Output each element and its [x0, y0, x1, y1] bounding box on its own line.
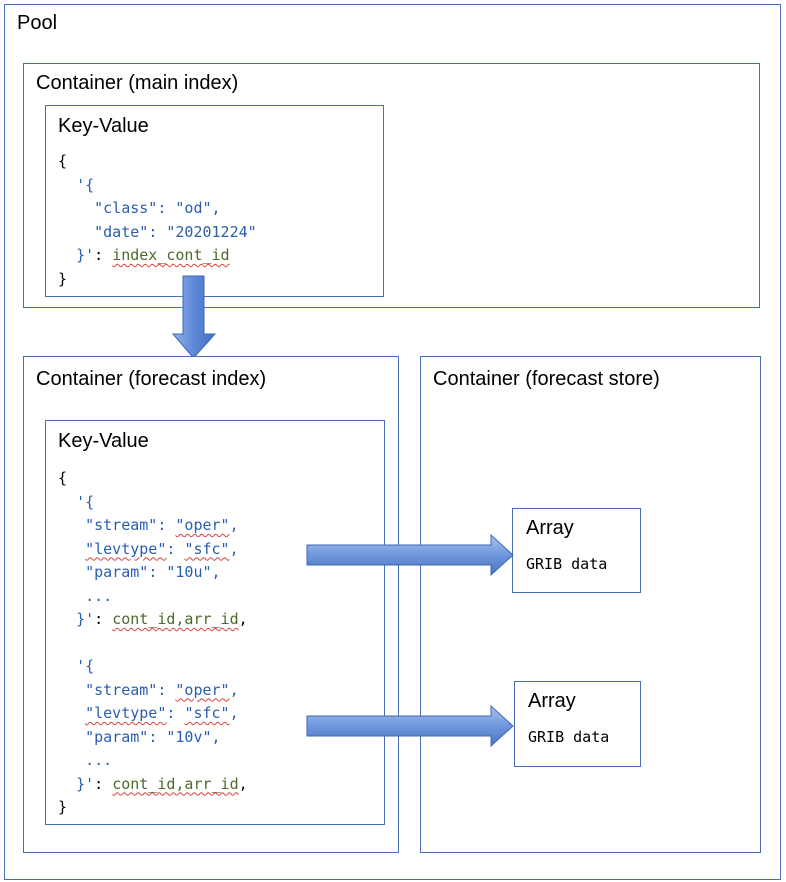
- array-title-2: Array: [528, 690, 576, 712]
- index-cont-id-value: index_cont_id: [112, 246, 230, 264]
- forecast-index-kv-title: Key-Value: [58, 430, 149, 452]
- entry2-value: cont_id,arr_id: [112, 774, 239, 793]
- array-box-2: [514, 681, 641, 767]
- forecast-index-kv-box: [45, 420, 385, 825]
- pool-title: Pool: [17, 12, 58, 34]
- entry1-value: cont_id,arr_id: [112, 610, 239, 628]
- forecast-index-kv-code: { '{ "stream": "oper", "levtype": "sfc",…: [58, 469, 248, 816]
- forecast-index-title: Container (forecast index): [36, 368, 267, 390]
- forecast-store-title: Container (forecast store): [433, 368, 660, 390]
- down-arrow-icon: [171, 275, 217, 359]
- main-index-title: Container (main index): [36, 72, 239, 94]
- main-index-kv-box: [45, 105, 384, 297]
- forecast-store-container: [420, 356, 761, 853]
- main-index-kv-title: Key-Value: [58, 115, 149, 137]
- array-content-2: GRIB data: [528, 728, 610, 746]
- array-title-1: Array: [526, 517, 574, 539]
- array-box-1: [512, 508, 641, 593]
- right-arrow-icon-1: [306, 533, 514, 577]
- right-arrow-icon-2: [306, 704, 514, 748]
- array-content-1: GRIB data: [526, 555, 608, 573]
- main-index-kv-code: { '{ "class": "od", "date": "20201224" }…: [58, 152, 257, 288]
